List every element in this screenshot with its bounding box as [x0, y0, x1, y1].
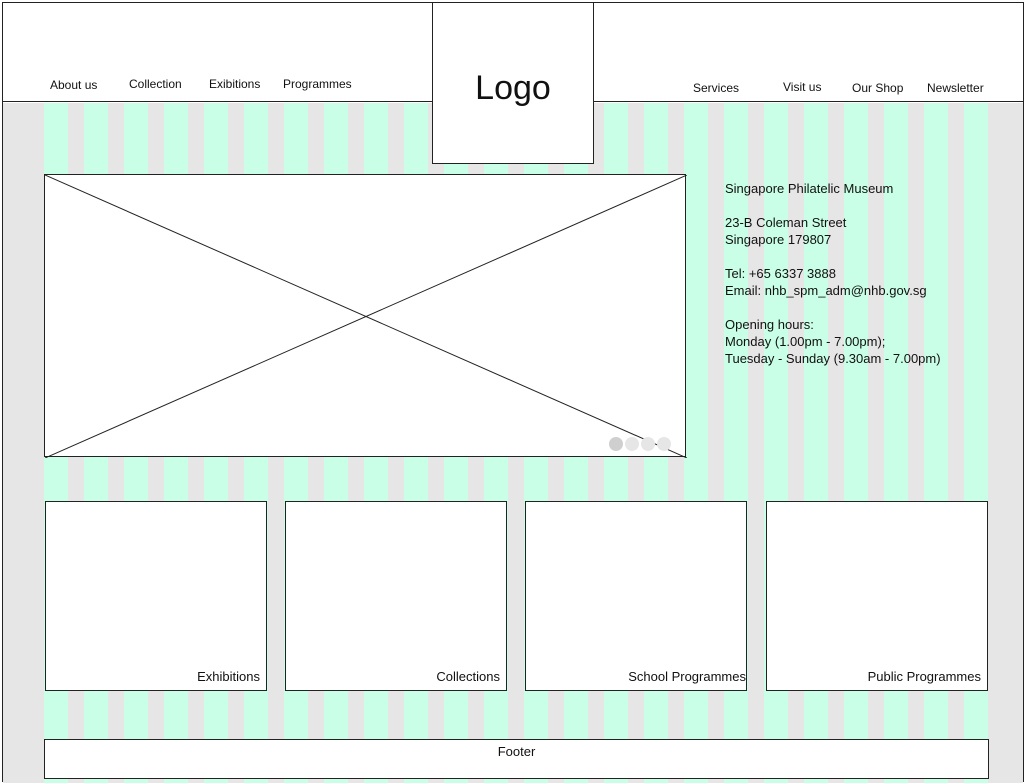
nav-visit-us[interactable]: Visit us [783, 80, 822, 94]
museum-info: Singapore Philatelic Museum 23-B Coleman… [725, 180, 995, 367]
nav-about-us[interactable]: About us [50, 78, 98, 92]
nav-our-shop[interactable]: Our Shop [852, 81, 904, 95]
address-line-1: 23-B Coleman Street [725, 215, 847, 230]
logo-text: Logo [475, 68, 551, 107]
opening-hours-monday: Monday (1.00pm - 7.00pm); [725, 334, 886, 349]
carousel-indicators [609, 437, 671, 451]
nav-exhibitions[interactable]: Exibitions [209, 77, 261, 91]
nav-services[interactable]: Services [693, 81, 740, 95]
hero-carousel[interactable] [44, 174, 687, 458]
logo[interactable]: Logo [432, 2, 594, 164]
museum-name: Singapore Philatelic Museum [725, 181, 894, 196]
card-label: Public Programmes [867, 669, 981, 684]
card-exhibitions[interactable]: Exhibitions [45, 501, 267, 691]
card-label: Collections [436, 669, 500, 684]
footer: Footer [44, 739, 989, 779]
opening-hours-tue-sun: Tuesday - Sunday (9.30am - 7.00pm) [725, 351, 941, 366]
carousel-dot-2[interactable] [625, 437, 639, 451]
card-school-programmes[interactable]: School Programmes [525, 501, 747, 691]
carousel-dot-3[interactable] [641, 437, 655, 451]
card-label: Exhibitions [197, 669, 260, 684]
email: Email: nhb_spm_adm@nhb.gov.sg [725, 283, 927, 298]
nav-programmes[interactable]: Programmes [283, 77, 352, 91]
telephone: Tel: +65 6337 3888 [725, 266, 836, 281]
nav-newsletter[interactable]: Newsletter [927, 81, 984, 95]
address-line-2: Singapore 179807 [725, 232, 832, 247]
card-public-programmes[interactable]: Public Programmes [766, 501, 988, 691]
nav-collection[interactable]: Collection [129, 77, 182, 91]
card-label: School Programmes [628, 669, 746, 684]
image-placeholder-icon [45, 175, 687, 458]
card-collections[interactable]: Collections [285, 501, 507, 691]
carousel-dot-4[interactable] [657, 437, 671, 451]
opening-hours-title: Opening hours: [725, 317, 814, 332]
footer-label: Footer [497, 744, 536, 759]
carousel-dot-1[interactable] [609, 437, 623, 451]
